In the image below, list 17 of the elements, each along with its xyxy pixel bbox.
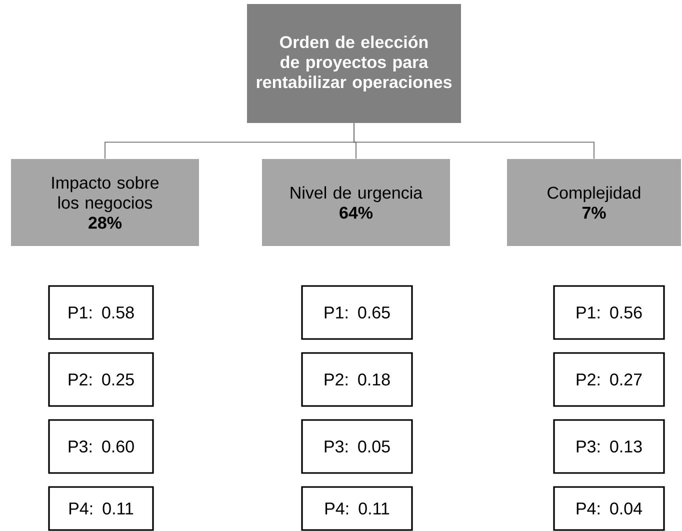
score-box: P1: 0.56 [553,285,665,340]
score-box: P1: 0.58 [48,285,154,340]
criterion-box: Complejidad 7% [507,159,681,246]
score-box: P4: 0.04 [553,486,665,531]
criterion-box: Impacto sobre los negocios 28% [11,159,199,246]
title-box: Orden de elección de proyectos para rentabilizar operaciones [247,4,461,123]
score-box: P3: 0.05 [301,419,413,474]
connector-line [354,122,594,160]
score-box: P3: 0.13 [553,419,665,474]
score-box: P2: 0.18 [301,352,413,407]
score-box: P4: 0.11 [48,486,154,531]
score-box: P1: 0.65 [301,285,413,340]
score-box: P4: 0.11 [301,486,413,531]
criterion-box: Nivel de urgencia 64% [262,159,450,246]
score-box: P3: 0.60 [48,419,154,474]
score-box: P2: 0.27 [553,352,665,407]
score-box: P2: 0.25 [48,352,154,407]
